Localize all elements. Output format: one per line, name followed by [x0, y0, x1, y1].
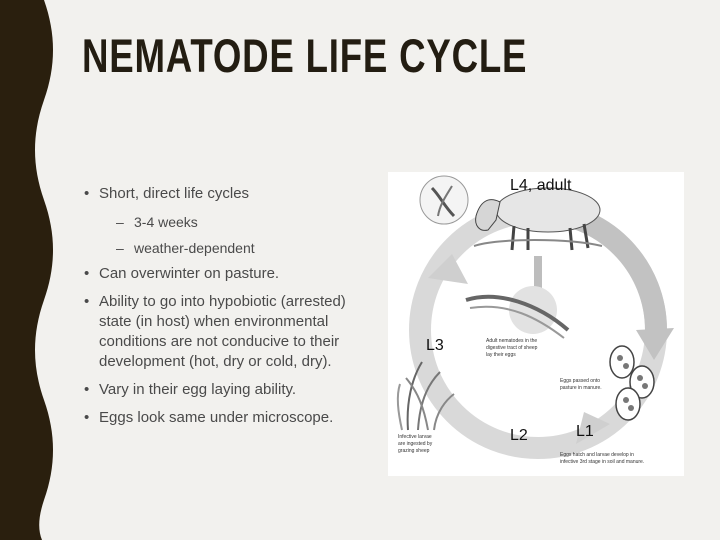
caption-infective-line3: grazing sheep — [398, 448, 430, 454]
caption-infective-line2: are ingested by — [398, 441, 433, 447]
caption-adults-line1: Adult nematodes in the — [486, 338, 537, 344]
down-arrow-stem — [534, 256, 542, 296]
caption-adults-line3: lay their eggs — [486, 352, 516, 358]
cycle-arrow-head-left — [428, 254, 468, 284]
slide-title: NEMATODE LIFE CYCLE — [82, 29, 528, 82]
grass-illustration — [396, 361, 455, 431]
bullet-item: Short, direct life cycles — [84, 184, 374, 204]
label-l1: L1 — [576, 423, 594, 440]
caption-adults-line2: digestive tract of sheep — [486, 345, 538, 351]
caption-eggs-line1: Eggs passed onto — [560, 378, 600, 384]
bullet-item: Can overwinter on pasture. — [84, 264, 374, 284]
label-l2: L2 — [510, 427, 528, 444]
caption-infective-line1: Infective larvae — [398, 434, 432, 440]
eggs-illustration — [609, 345, 655, 421]
label-l4-adult: L4, adult — [510, 177, 572, 194]
caption-eggs-line2: pasture in manure. — [560, 385, 602, 391]
sub-bullet-item: weather-dependent — [84, 238, 374, 258]
bullet-item: Vary in their egg laying ability. — [84, 380, 374, 400]
caption-develop-line1: Eggs hatch and larvae develop in — [560, 452, 634, 458]
life-cycle-diagram: L4, adult L3 L2 L1 Adult nematodes in th… — [388, 172, 684, 476]
label-l3: L3 — [426, 337, 444, 354]
cycle-arrow-head-right — [636, 328, 674, 360]
left-decorative-band — [0, 0, 53, 540]
sheep-illustration — [473, 187, 603, 251]
center-worms — [465, 286, 570, 339]
cycle-arrow-head-bottom — [576, 412, 610, 444]
adult-worm-inset — [419, 175, 469, 225]
bullet-item: Ability to go into hypobiotic (arrested)… — [84, 292, 374, 372]
bullet-list: Short, direct life cycles 3-4 weeks weat… — [84, 184, 374, 436]
caption-develop-line2: infective 3rd stage in soil and manure. — [560, 459, 644, 465]
bullet-item: Eggs look same under microscope. — [84, 408, 374, 428]
sub-bullet-item: 3-4 weeks — [84, 212, 374, 232]
